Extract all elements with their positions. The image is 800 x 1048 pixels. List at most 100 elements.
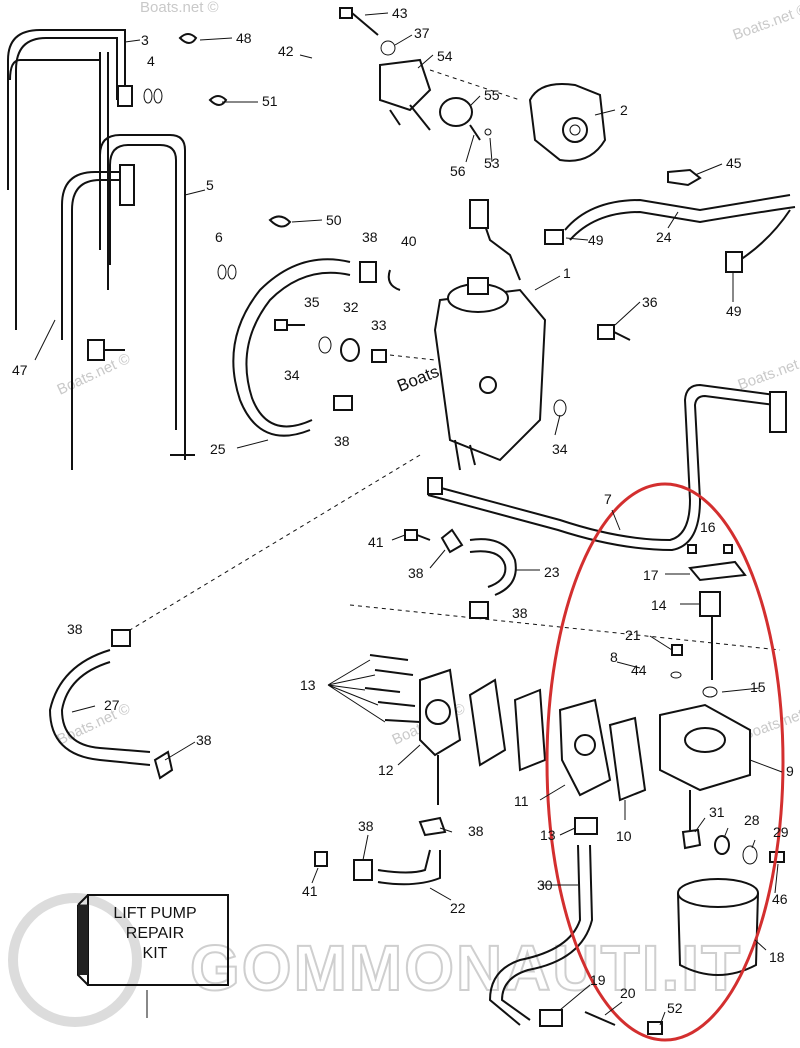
gasket-10 [608, 716, 647, 802]
callout-48: 48 [236, 30, 252, 46]
fuel-line-7 [427, 383, 787, 552]
washer-37 [380, 40, 396, 56]
o-ring-44 [670, 671, 682, 679]
connector-38-lower-left [111, 629, 131, 647]
callout-9: 9 [786, 763, 794, 779]
gasket-diaphragm [468, 678, 547, 772]
clamp-38-upper-right [440, 528, 464, 554]
callout-34-a: 34 [284, 367, 300, 383]
washer-28 [714, 835, 730, 855]
clamp-38-under-pump [418, 816, 447, 837]
watermark-5: Boats.net © [55, 700, 133, 749]
hose-clamp-50 [268, 215, 292, 228]
callout-30: 46 [772, 891, 788, 907]
forum-logo-ring [8, 893, 142, 1027]
vapor-separator-1 [433, 199, 547, 471]
fuel-filter-46 [677, 878, 759, 976]
gasket-17 [688, 560, 747, 582]
elbow-13 [574, 817, 598, 835]
clip-45 [667, 168, 702, 187]
hose-clamp-51 [208, 95, 228, 106]
callout-45: 45 [726, 155, 742, 171]
callout-8: 8 [610, 649, 618, 665]
callout-4: 4 [147, 53, 155, 69]
forum-watermark: GOMMONAUTI.IT [190, 932, 742, 1004]
screw-35 [274, 319, 305, 331]
callout-27: 27 [104, 697, 120, 713]
screw-41-lower [314, 851, 328, 867]
callout-14: 14 [651, 597, 667, 613]
callout-38-b: 38 [334, 433, 350, 449]
pump-body-11 [558, 698, 612, 797]
fitting-56-53 [469, 124, 492, 141]
callout-3: 3 [141, 32, 149, 48]
clamp-49-lower [725, 251, 743, 273]
nut-31 [681, 828, 702, 850]
connector-38-upper [359, 261, 377, 283]
callout-44: 44 [631, 662, 647, 678]
washer-34-left [318, 336, 332, 354]
callout-31: 31 [709, 804, 725, 820]
highlight-circle [545, 482, 785, 1042]
washer-29 [742, 845, 758, 865]
connector-38-right [469, 601, 489, 619]
hose-23 [469, 538, 517, 596]
callout-41-b: 41 [302, 883, 318, 899]
kit-label-line3: KIT [143, 945, 168, 962]
o-ring-55 [439, 97, 473, 127]
callout-51: 51 [262, 93, 278, 109]
screws-16 [687, 544, 733, 554]
hose-clamp-48 [178, 33, 198, 44]
callout-38-a: 38 [362, 229, 378, 245]
callout-34-b: 34 [552, 441, 568, 457]
o-ring-15 [702, 686, 718, 698]
callout-36: 36 [642, 294, 658, 310]
sensor-36 [597, 324, 631, 341]
leader-lines [34, 12, 783, 1026]
callout-33: 33 [371, 317, 387, 333]
callout-49-a: 49 [588, 232, 604, 248]
grommet-32 [340, 338, 360, 362]
callout-18: 19 [590, 972, 606, 988]
hose-27 [48, 649, 151, 766]
callout-47: 47 [12, 362, 28, 378]
callout-2: 2 [620, 102, 628, 118]
fuel-line-bundle-lower [61, 134, 195, 470]
watermark-1: Boats.net © [140, 0, 219, 16]
callout-35: 35 [304, 294, 320, 310]
callout-10: 10 [616, 828, 632, 844]
callout-40: 40 [401, 233, 417, 249]
pump-cover-12 [419, 668, 462, 805]
sensor-14 [699, 591, 721, 680]
fitting-19 [584, 1011, 616, 1026]
bushing-33 [371, 349, 387, 363]
bolt-43 [339, 7, 379, 36]
kit-label-line1: LIFT PUMP [113, 905, 196, 922]
callout-46: 18 [769, 949, 785, 965]
callout-55: 55 [484, 87, 500, 103]
callout-25: 25 [210, 441, 226, 457]
callout-22: 30 [537, 877, 553, 893]
callout-38-c: 38 [408, 565, 424, 581]
callout-13-b: 13 [540, 827, 556, 843]
callout-50: 50 [326, 212, 342, 228]
o-rings-4 [143, 88, 163, 104]
callout-21: 21 [625, 627, 641, 643]
callout-49-b: 49 [726, 303, 742, 319]
screws-13 [364, 654, 421, 723]
callout-37: 37 [414, 25, 430, 41]
callout-54: 54 [437, 48, 453, 64]
callout-43: 43 [392, 5, 408, 21]
screw-21 [671, 644, 683, 656]
clamp-38-bottom [353, 859, 373, 881]
callout-12: 12 [378, 762, 394, 778]
filter-bracket-9 [659, 703, 751, 840]
callout-42: 42 [278, 43, 294, 59]
clamp-38-lower-left [153, 750, 174, 780]
clip-40 [387, 269, 401, 291]
lift-pump-repair-kit-box: LIFT PUMP REPAIR KIT [77, 894, 229, 986]
watermark-4: Boats.net © [736, 351, 800, 394]
clamp-49-upper [544, 229, 564, 245]
callout-38-e: 38 [67, 621, 83, 637]
